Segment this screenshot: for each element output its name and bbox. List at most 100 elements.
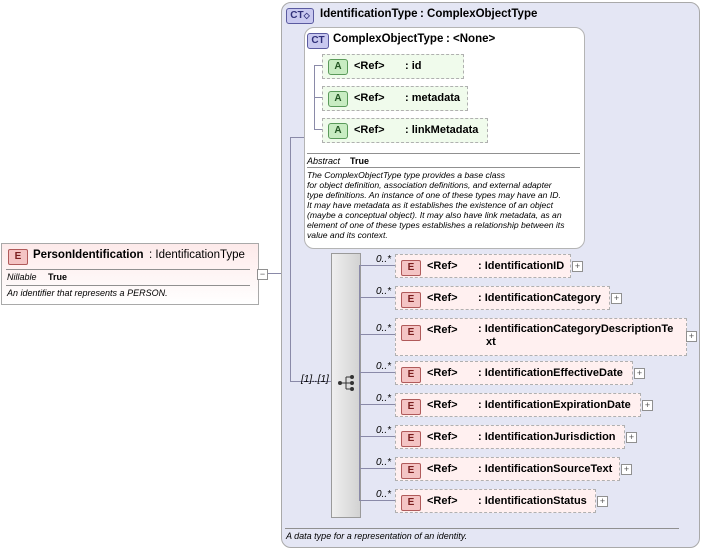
attribute-ref: <Ref>: [354, 60, 385, 72]
element-identification-expiration-date[interactable]: E <Ref> : IdentificationExpirationDate: [395, 393, 641, 417]
element-multiplicity: 0..*: [376, 489, 392, 500]
element-name: : IdentificationStatus: [478, 495, 587, 507]
element-name-continued: xt: [486, 336, 496, 348]
divider: [6, 269, 250, 270]
element-badge: E: [401, 463, 421, 479]
doc-line: element of one of these types establishe…: [307, 220, 565, 230]
complex-type-badge: CT◇: [286, 8, 314, 24]
expand-toggle[interactable]: +: [621, 464, 632, 475]
nillable-label: Nillable: [7, 272, 37, 282]
element-ref: <Ref>: [427, 431, 458, 443]
doc-line: value and its context.: [307, 230, 388, 240]
element-identification-status[interactable]: E <Ref> : IdentificationStatus: [395, 489, 596, 513]
element-identification-id[interactable]: E <Ref> : IdentificationID: [395, 254, 571, 278]
element-ref: <Ref>: [427, 260, 458, 272]
element-identification-jurisdiction[interactable]: E <Ref> : IdentificationJurisdiction: [395, 425, 625, 449]
element-badge: E: [8, 249, 28, 265]
connector: [359, 404, 395, 405]
complex-type-badge: CT: [307, 33, 329, 49]
element-ref: <Ref>: [427, 292, 458, 304]
doc-line: It may have metadata as it establishes t…: [307, 200, 554, 210]
expand-toggle[interactable]: +: [634, 368, 645, 379]
element-multiplicity: 0..*: [376, 323, 392, 334]
doc-line: for object definition, association defin…: [307, 180, 552, 190]
connector: [359, 334, 395, 335]
attribute-name: : metadata: [405, 92, 461, 104]
complex-type-documentation: The ComplexObjectType type provides a ba…: [307, 170, 582, 240]
element-multiplicity: 0..*: [376, 425, 392, 436]
complex-type-documentation: A data type for a representation of an i…: [286, 531, 468, 541]
attribute-ref: <Ref>: [354, 92, 385, 104]
connector: [359, 500, 395, 501]
expand-toggle[interactable]: +: [611, 293, 622, 304]
divider: [307, 153, 580, 154]
attribute-metadata[interactable]: A <Ref> : metadata: [322, 86, 468, 111]
element-badge: E: [401, 399, 421, 415]
connector: [314, 129, 322, 130]
connector: [359, 265, 395, 266]
divider: [307, 167, 580, 168]
element-documentation: An identifier that represents a PERSON.: [7, 288, 168, 298]
connector: [314, 97, 322, 98]
connector: [359, 436, 395, 437]
connector: [359, 468, 395, 469]
element-multiplicity: 0..*: [376, 393, 392, 404]
sequence-icon: [338, 375, 354, 391]
element-identification-source-text[interactable]: E <Ref> : IdentificationSourceText: [395, 457, 620, 481]
element-name: : IdentificationCategory: [478, 292, 601, 304]
element-ref: <Ref>: [427, 399, 458, 411]
complex-type-title: ComplexObjectType: [333, 33, 444, 45]
divider: [6, 285, 250, 286]
element-name: : IdentificationExpirationDate: [478, 399, 631, 411]
expand-toggle[interactable]: +: [597, 496, 608, 507]
complex-type-base: : <None>: [446, 33, 496, 45]
attribute-link-metadata[interactable]: A <Ref> : linkMetadata: [322, 118, 488, 143]
complex-type-title: IdentificationType: [320, 8, 418, 20]
element-badge: E: [401, 367, 421, 383]
person-identification-element[interactable]: E PersonIdentification : IdentificationT…: [1, 243, 259, 305]
element-name: : IdentificationJurisdiction: [478, 431, 616, 443]
element-identification-effective-date[interactable]: E <Ref> : IdentificationEffectiveDate: [395, 361, 633, 385]
element-multiplicity: 0..*: [376, 457, 392, 468]
element-badge: E: [401, 495, 421, 511]
attribute-badge: A: [328, 91, 348, 107]
connector: [290, 381, 331, 382]
element-ref: <Ref>: [427, 463, 458, 475]
element-ref: <Ref>: [427, 324, 458, 336]
attribute-ref: <Ref>: [354, 124, 385, 136]
element-multiplicity: 0..*: [376, 361, 392, 372]
element-multiplicity: 0..*: [376, 254, 392, 265]
expand-toggle[interactable]: +: [572, 261, 583, 272]
element-type: : IdentificationType: [149, 249, 245, 261]
element-multiplicity: 0..*: [376, 286, 392, 297]
element-identification-category[interactable]: E <Ref> : IdentificationCategory: [395, 286, 610, 310]
element-name: : IdentificationEffectiveDate: [478, 367, 623, 379]
expand-toggle[interactable]: +: [642, 400, 653, 411]
attribute-badge: A: [328, 59, 348, 75]
element-ref: <Ref>: [427, 367, 458, 379]
element-ref: <Ref>: [427, 495, 458, 507]
element-badge: E: [401, 260, 421, 276]
collapse-toggle[interactable]: −: [257, 269, 268, 280]
element-name: : IdentificationID: [478, 260, 565, 272]
connector: [290, 137, 291, 381]
connector: [314, 65, 322, 66]
nillable-value: True: [48, 272, 68, 282]
sequence-multiplicity: [1]..[1]: [301, 374, 329, 385]
element-name: : IdentificationSourceText: [478, 463, 613, 475]
element-identification-category-description-text[interactable]: E <Ref> : IdentificationCategoryDescript…: [395, 318, 687, 356]
element-badge: E: [401, 325, 421, 341]
element-name: : IdentificationCategoryDescriptionTe: [478, 323, 674, 335]
attribute-badge: A: [328, 123, 348, 139]
attribute-id[interactable]: A <Ref> : id: [322, 54, 464, 79]
connector: [359, 372, 395, 373]
abstract-label: Abstract: [307, 156, 341, 166]
element-badge: E: [401, 431, 421, 447]
doc-line: type definitions. An instance of one of …: [307, 190, 561, 200]
connector: [268, 273, 290, 274]
expand-toggle[interactable]: +: [686, 331, 697, 342]
divider: [285, 528, 679, 529]
element-name: PersonIdentification: [33, 249, 144, 261]
expand-toggle[interactable]: +: [626, 432, 637, 443]
doc-line: (maybe a conceptual object). It may also…: [307, 210, 562, 220]
